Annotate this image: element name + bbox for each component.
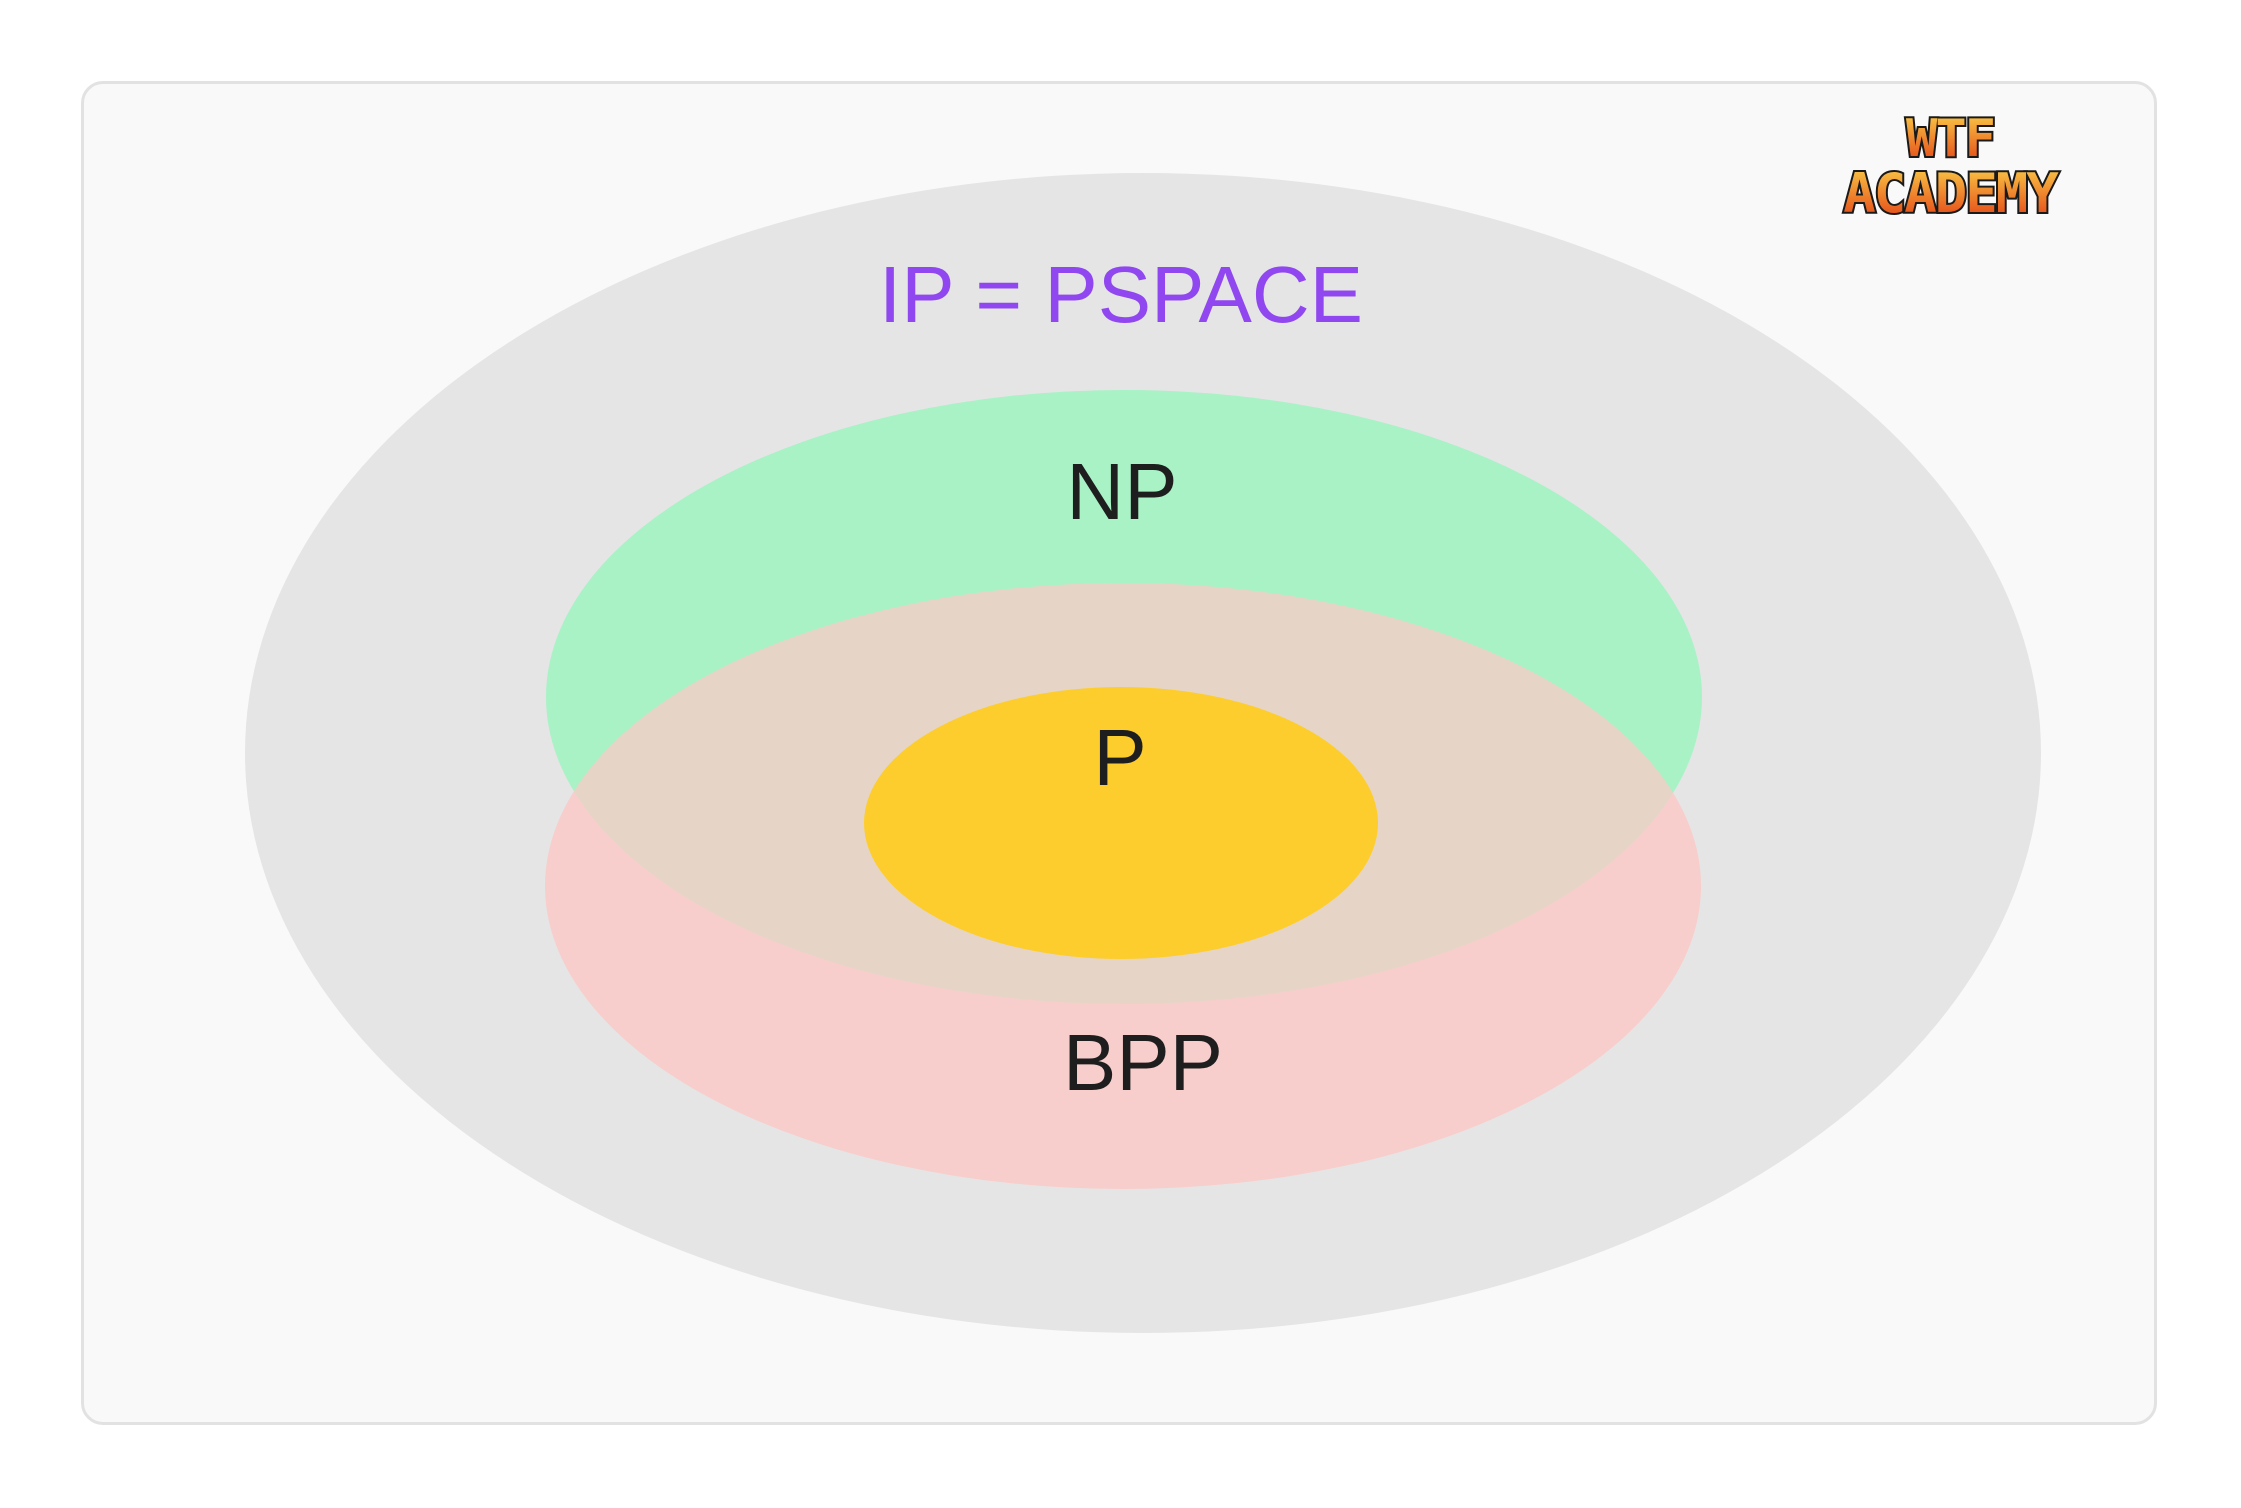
np-label: NP [1066, 447, 1177, 536]
logo-line2: ACADEMY [1843, 162, 2059, 224]
p-region [864, 687, 1378, 959]
wtf-academy-logo: WTF ACADEMY [1841, 108, 2063, 224]
p-label: P [1093, 713, 1146, 802]
ip-pspace-label: IP = PSPACE [879, 250, 1363, 339]
logo-line1: WTF [1906, 109, 1994, 169]
bpp-label: BPP [1063, 1018, 1223, 1107]
